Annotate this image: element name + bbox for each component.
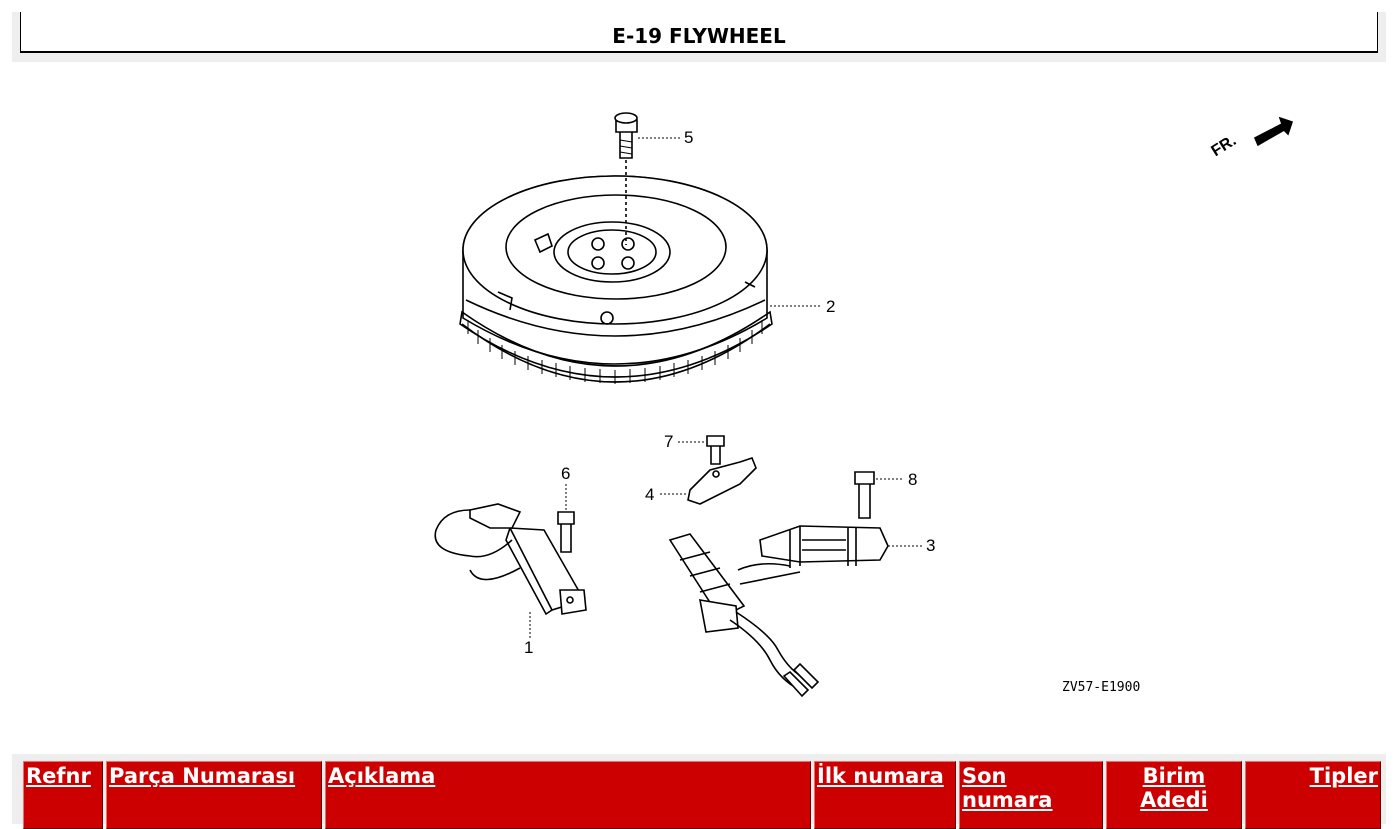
callout-7: 7 xyxy=(664,432,674,451)
pulser-coil-part xyxy=(434,503,587,640)
sort-last-number-link[interactable]: Son numara xyxy=(962,764,1053,812)
header-description: Açıklama xyxy=(325,761,811,829)
header-refnr: Refnr xyxy=(23,761,103,829)
sort-unit-quantity-link[interactable]: Birim Adedi xyxy=(1140,764,1208,812)
bolt-5-part xyxy=(614,112,680,245)
callout-1: 1 xyxy=(524,638,534,657)
header-unit-quantity: Birim Adedi xyxy=(1106,761,1242,829)
sort-types-link[interactable]: Tipler xyxy=(1309,764,1378,788)
bolt-7-part xyxy=(678,435,725,465)
callout-2: 2 xyxy=(826,297,836,316)
sort-first-number-link[interactable]: İlk numara xyxy=(817,764,944,788)
bolt-8-part xyxy=(854,471,904,519)
callout-8: 8 xyxy=(908,470,918,489)
page-title: E-19 FLYWHEEL xyxy=(20,12,1378,53)
title-bar: E-19 FLYWHEEL xyxy=(12,12,1386,62)
header-first-number: İlk numara xyxy=(814,761,956,829)
sort-description-link[interactable]: Açıklama xyxy=(328,764,436,788)
bolt-6-part xyxy=(557,484,575,553)
table-header-row: Refnr Parça Numarası Açıklama İlk numara… xyxy=(23,761,1381,829)
header-last-number: Son numara xyxy=(959,761,1103,829)
header-part-number: Parça Numarası xyxy=(106,761,322,829)
sort-part-number-link[interactable]: Parça Numarası xyxy=(109,764,296,788)
callout-6: 6 xyxy=(561,464,571,483)
flywheel-parts-diagram xyxy=(434,112,1294,698)
callout-5: 5 xyxy=(684,128,694,147)
flywheel-part xyxy=(459,175,773,384)
parts-table: Refnr Parça Numarası Açıklama İlk numara… xyxy=(20,761,1384,829)
charge-coil-part xyxy=(668,525,922,698)
bracket-4-part xyxy=(660,457,757,505)
diagram-code: ZV57-E1900 xyxy=(1062,680,1141,695)
parts-table-container: Refnr Parça Numarası Açıklama İlk numara… xyxy=(12,754,1386,829)
header-types: Tipler xyxy=(1245,761,1381,829)
callout-4: 4 xyxy=(645,485,655,504)
callout-3: 3 xyxy=(926,536,936,555)
sort-refnr-link[interactable]: Refnr xyxy=(26,764,91,788)
